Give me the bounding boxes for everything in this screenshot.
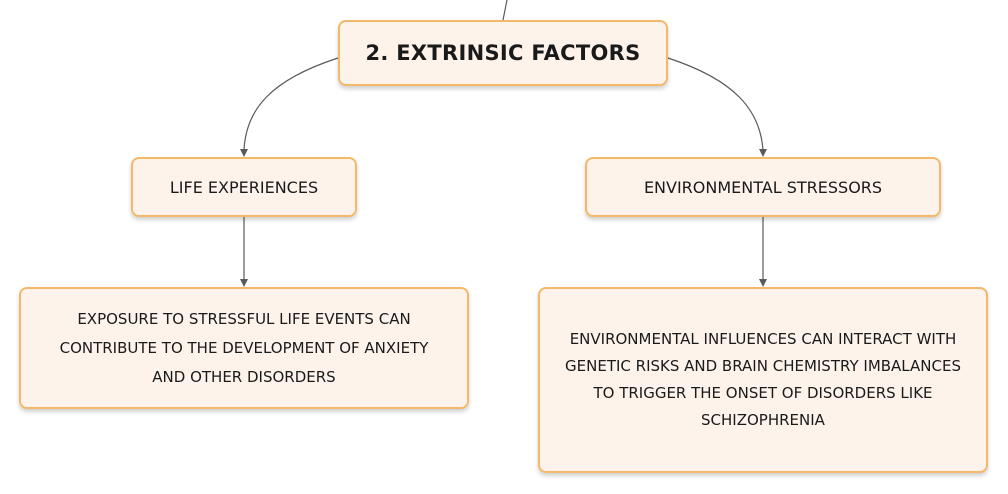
node-life-experiences-detail[interactable]: EXPOSURE TO STRESSFUL LIFE EVENTS CAN CO… [19, 287, 469, 409]
node-environmental-stressors-detail-text: ENVIRONMENTAL INFLUENCES CAN INTERACT WI… [565, 326, 961, 434]
detail-line: CONTRIBUTE TO THE DEVELOPMENT OF ANXIETY [59, 338, 429, 357]
connector-incoming-root [502, 0, 508, 21]
arrowhead-life-experiences [240, 149, 248, 157]
detail-line: TO TRIGGER THE ONSET OF DISORDERS LIKE [593, 384, 933, 402]
arrowhead-life-experiences-detail [240, 279, 248, 287]
node-life-experiences[interactable]: LIFE EXPERIENCES [131, 157, 357, 217]
detail-line: SCHIZOPHRENIA [701, 411, 825, 429]
node-life-experiences-label: LIFE EXPERIENCES [169, 177, 319, 197]
detail-line: ENVIRONMENTAL INFLUENCES CAN INTERACT WI… [569, 330, 957, 348]
node-extrinsic-factors-label: 2. EXTRINSIC FACTORS [365, 41, 641, 65]
node-environmental-stressors-label: ENVIRONMENTAL STRESSORS [643, 177, 883, 197]
detail-line: GENETIC RISKS AND BRAIN CHEMISTRY IMBALA… [565, 357, 961, 375]
node-extrinsic-factors[interactable]: 2. EXTRINSIC FACTORS [338, 20, 668, 86]
detail-line: AND OTHER DISORDERS [152, 367, 336, 386]
node-life-experiences-detail-text: EXPOSURE TO STRESSFUL LIFE EVENTS CAN CO… [60, 305, 429, 392]
detail-line: EXPOSURE TO STRESSFUL LIFE EVENTS CAN [77, 309, 411, 328]
arrowhead-environmental-stressors [759, 149, 767, 157]
arrowhead-environmental-stressors-detail [759, 279, 767, 287]
node-environmental-stressors-detail[interactable]: ENVIRONMENTAL INFLUENCES CAN INTERACT WI… [538, 287, 988, 473]
node-environmental-stressors[interactable]: ENVIRONMENTAL STRESSORS [585, 157, 941, 217]
connector-root-to-life-experiences [243, 57, 339, 151]
connector-root-to-environmental-stressors [667, 57, 764, 151]
